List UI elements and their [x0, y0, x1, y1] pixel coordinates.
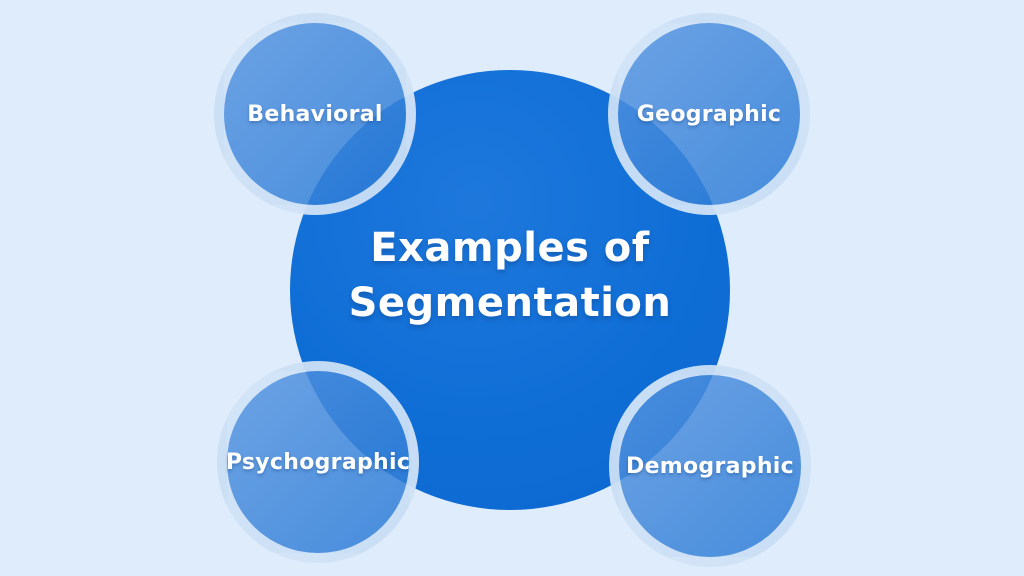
- satellite-circle-behavioral: Behavioral: [214, 13, 416, 215]
- diagram-title-line2: Segmentation: [348, 280, 672, 326]
- satellite-label-demographic: Demographic: [626, 453, 794, 479]
- satellite-circle-demographic: Demographic: [609, 365, 811, 567]
- diagram-title: Examples of Segmentation: [349, 221, 672, 331]
- satellite-circle-psychographic: Psychographic: [217, 361, 419, 563]
- satellite-label-behavioral: Behavioral: [247, 101, 383, 127]
- satellite-label-geographic: Geographic: [636, 101, 782, 127]
- diagram-title-line1: Examples of: [370, 225, 650, 271]
- satellite-label-psychographic: Psychographic: [225, 449, 411, 475]
- satellite-circle-geographic: Geographic: [608, 13, 810, 215]
